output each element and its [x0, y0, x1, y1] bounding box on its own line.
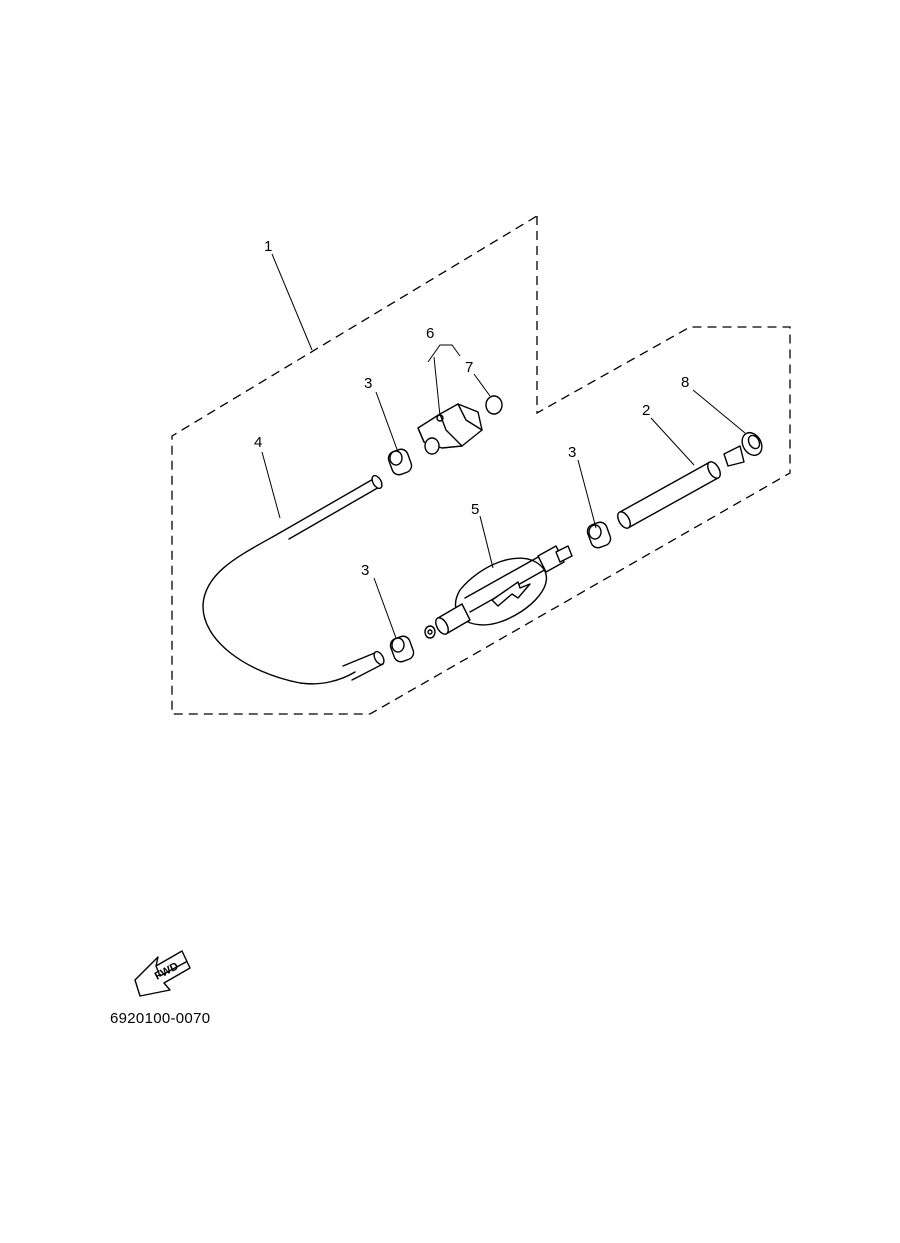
label-part-3-a: 3 — [364, 375, 372, 392]
label-part-6: 6 — [426, 325, 434, 342]
assembly-boundary-main — [171, 215, 791, 715]
fitting-part-8 — [723, 431, 763, 467]
label-part-8: 8 — [681, 374, 689, 391]
clamp-part-3-c — [389, 635, 415, 663]
label-part-3-b: 3 — [568, 444, 576, 461]
hose-part-2 — [617, 461, 721, 529]
label-part-4: 4 — [254, 434, 262, 451]
label-part-2: 2 — [642, 402, 650, 419]
label-part-7: 7 — [465, 359, 473, 376]
drawing-code: 6920100-0070 — [110, 1010, 211, 1027]
label-part-3-c: 3 — [361, 562, 369, 579]
clamp-part-3-a — [387, 448, 413, 476]
label-part-1: 1 — [264, 238, 272, 255]
primer-bulb-part-5 — [424, 545, 573, 639]
label-part-5: 5 — [471, 501, 479, 518]
clamp-part-3-b — [586, 521, 612, 549]
connector-part-6 — [417, 403, 483, 455]
o-ring-part-7 — [485, 395, 503, 415]
hose-part-4 — [202, 474, 385, 685]
fwd-arrow-icon: FWD — [134, 950, 191, 997]
